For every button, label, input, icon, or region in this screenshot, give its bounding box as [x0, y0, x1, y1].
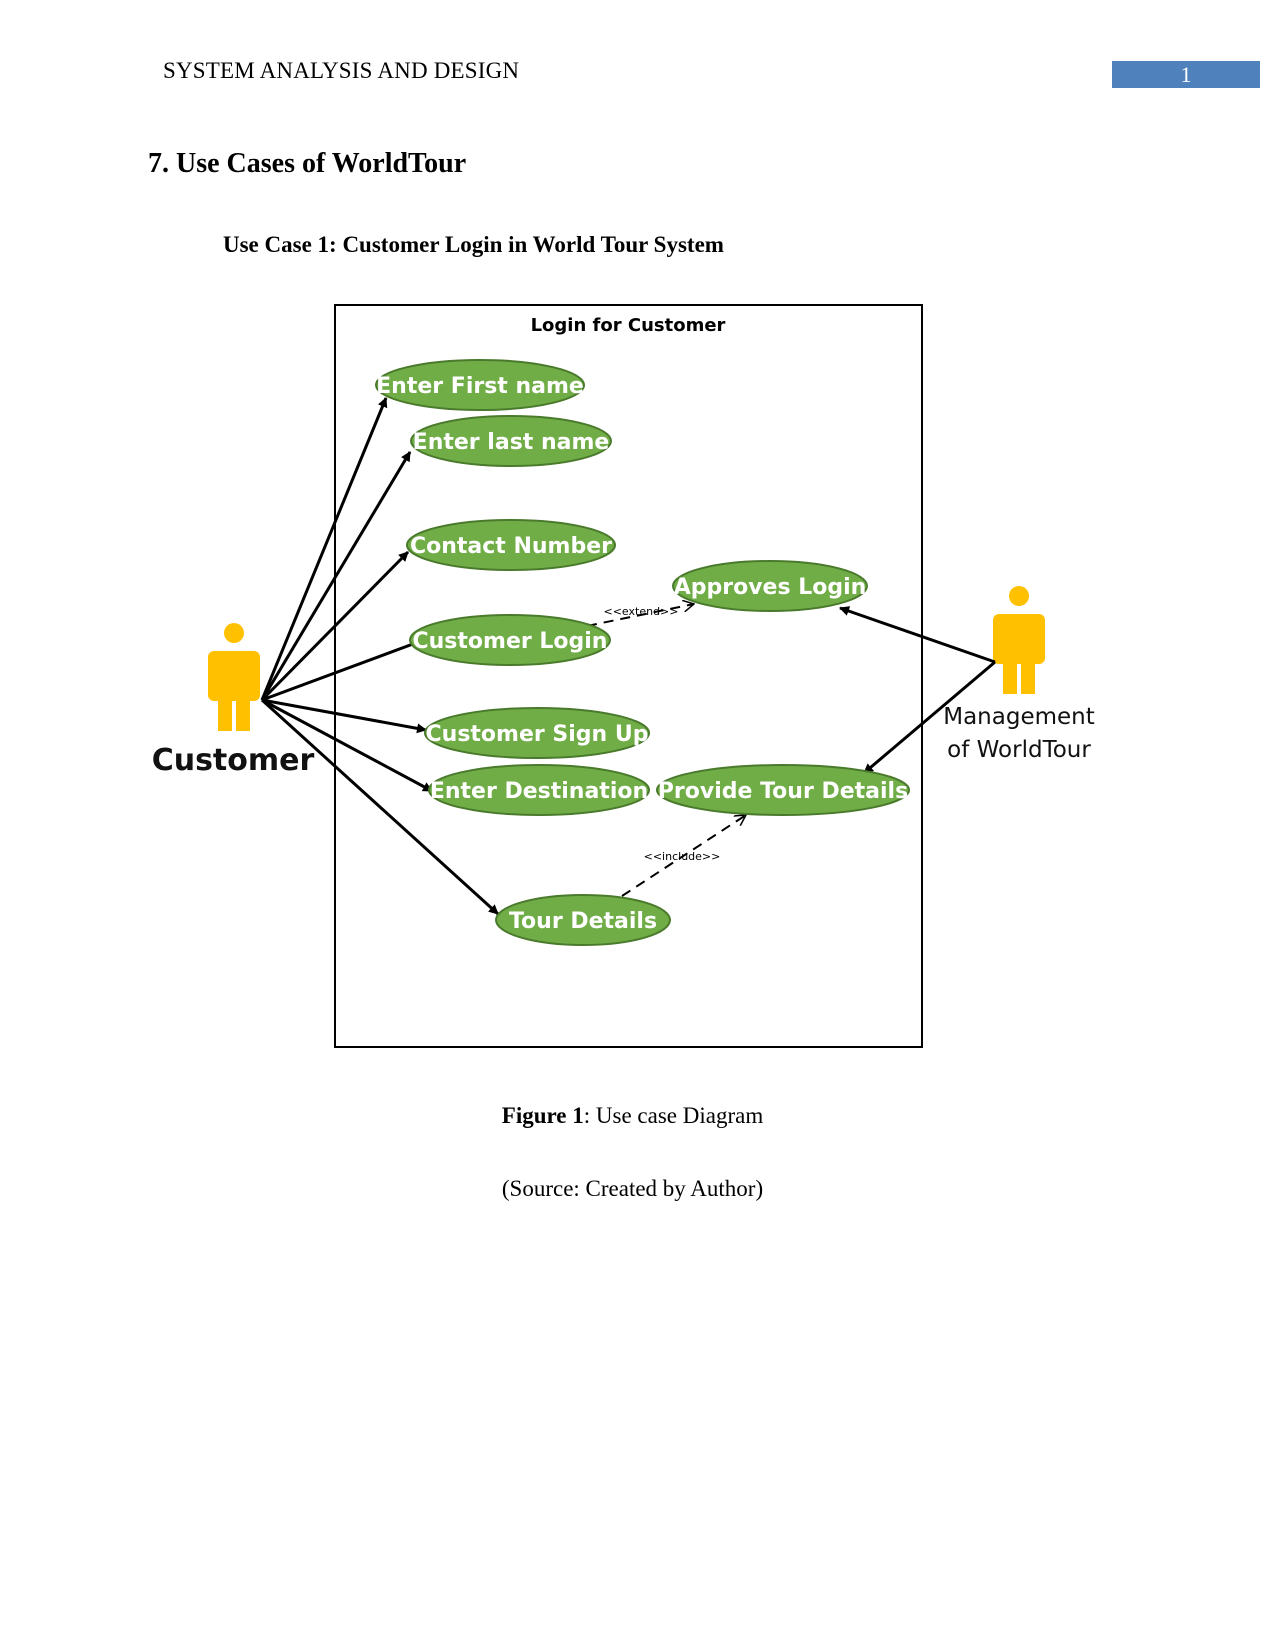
figure-label: Figure 1 [501, 1103, 584, 1128]
association-customer-sign-up [261, 698, 427, 734]
use-case-label: Enter First name [376, 374, 584, 399]
use-case-label: Tour Details [509, 909, 657, 934]
figure-source: (Source: Created by Author) [501, 1176, 764, 1201]
use-case-label: Customer Sign Up [426, 722, 649, 747]
management-associations [839, 606, 996, 775]
management-actor-icon [993, 586, 1045, 694]
use-case-label: Provide Tour Details [658, 779, 908, 804]
use-case-tour-details: Tour Details [495, 894, 671, 946]
running-header-title: SYSTEM ANALYSIS AND DESIGN [163, 58, 520, 83]
use-case-subheading: Use Case 1: Customer Login in World Tour… [223, 232, 724, 257]
association-approves-login [839, 606, 996, 664]
figure-caption-text: : Use case Diagram [583, 1103, 764, 1128]
use-case-provide-tour-details: Provide Tour Details [656, 764, 910, 816]
use-case-label: Customer Login [413, 629, 608, 654]
use-case-customer-sign-up: Customer Sign Up [424, 707, 650, 759]
page-number: 1 [1112, 61, 1260, 88]
use-case-enter-last-name: Enter last name [410, 415, 612, 467]
figure-caption: Figure 1: Use case Diagram [0, 1103, 1265, 1129]
extend-relation [586, 604, 694, 627]
management-actor-label-line1: Management [943, 704, 1095, 730]
management-actor-label-line2: of WorldTour [947, 737, 1091, 763]
use-case-diagram: Login for Customer Customer Management o… [152, 304, 1095, 1048]
association-enter-last-name [260, 451, 412, 701]
extend-label: <<extend>> [604, 605, 679, 618]
include-label: <<include>> [644, 850, 721, 863]
use-case-label: Enter Destination [430, 779, 648, 804]
association-provide-tour-details [863, 660, 996, 775]
use-case-enter-destination: Enter Destination [428, 764, 650, 816]
association-tour-details [260, 698, 500, 916]
customer-actor-icon [208, 623, 260, 731]
section-heading: 7. Use Cases of WorldTour [148, 148, 467, 179]
use-case-label: Approves Login [674, 575, 867, 600]
use-case-approves-login: Approves Login [672, 560, 868, 612]
association-enter-first-name [260, 397, 388, 701]
use-case-customer-login: Customer Login [409, 614, 611, 666]
system-boundary-title: Login for Customer [531, 315, 726, 336]
customer-associations [260, 397, 500, 916]
customer-actor-label: Customer [152, 743, 315, 778]
system-boundary [334, 304, 923, 1048]
use-case-enter-first-name: Enter First name [375, 359, 585, 411]
use-case-contact-number: Contact Number [406, 519, 616, 571]
association-customer-login [261, 639, 422, 702]
association-enter-destination [261, 698, 433, 793]
include-relation [621, 815, 746, 897]
use-case-label: Enter last name [413, 430, 610, 455]
association-contact-number [260, 550, 410, 702]
use-case-label: Contact Number [410, 534, 612, 559]
